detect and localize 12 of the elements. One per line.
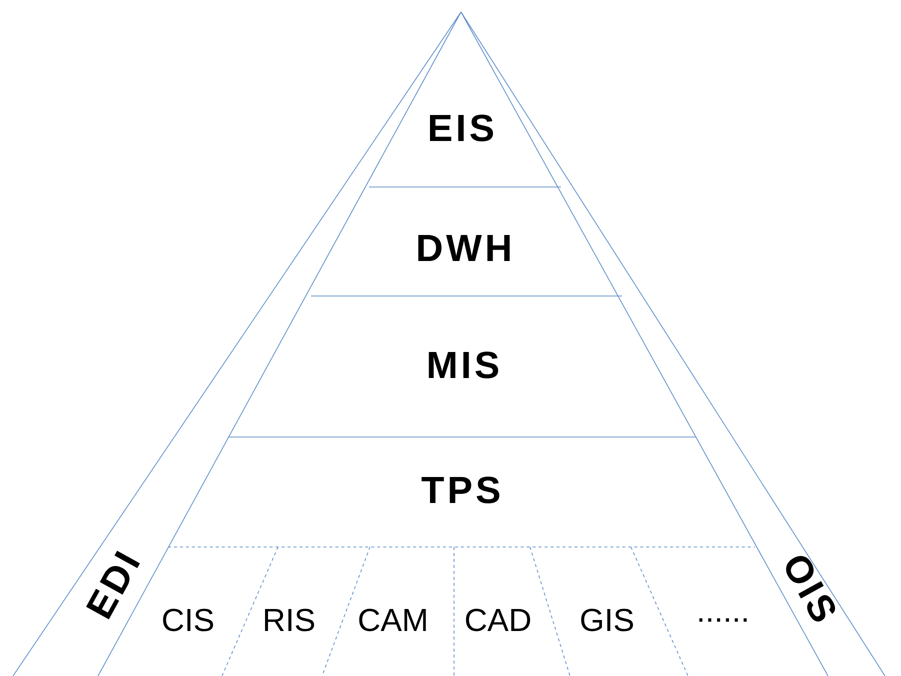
level-label: EIS [430,114,494,142]
system-label: RIS [265,608,314,632]
system-label: ...... [699,618,747,622]
side-band-label: EDI [86,550,140,620]
system-label: GIS [581,608,633,632]
system-label: CAD [466,608,530,632]
level-label: TPS [422,476,500,504]
system-label: CIS [163,608,214,632]
side-band-label: OIS [786,556,836,622]
system-label: CAM [359,608,426,632]
level-label: DWH [418,234,510,262]
level-label: MIS [428,352,498,378]
